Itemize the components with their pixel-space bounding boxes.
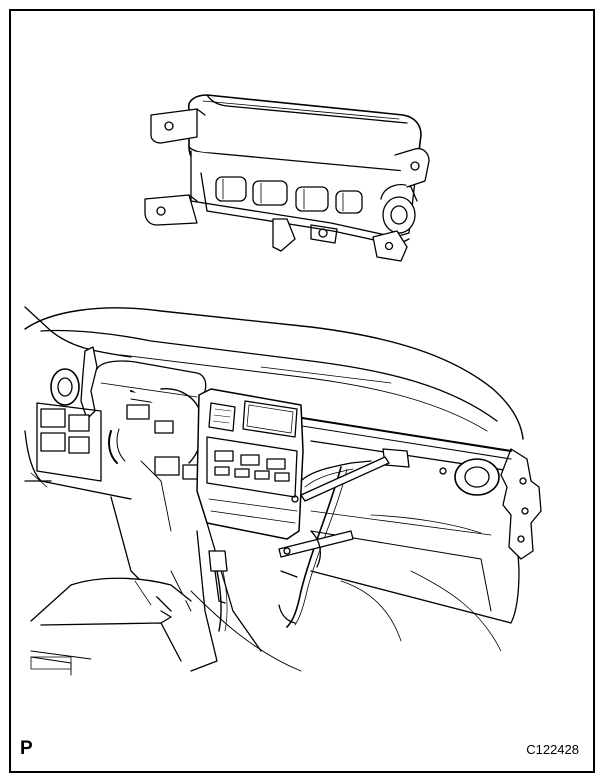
airbag-module — [145, 95, 429, 261]
corner-letter-label: P — [20, 738, 33, 759]
instrument-panel — [25, 307, 541, 675]
illustration-frame: P C122428 — [9, 9, 595, 773]
technical-illustration — [11, 11, 597, 775]
figure-code-label: C122428 — [526, 742, 579, 757]
